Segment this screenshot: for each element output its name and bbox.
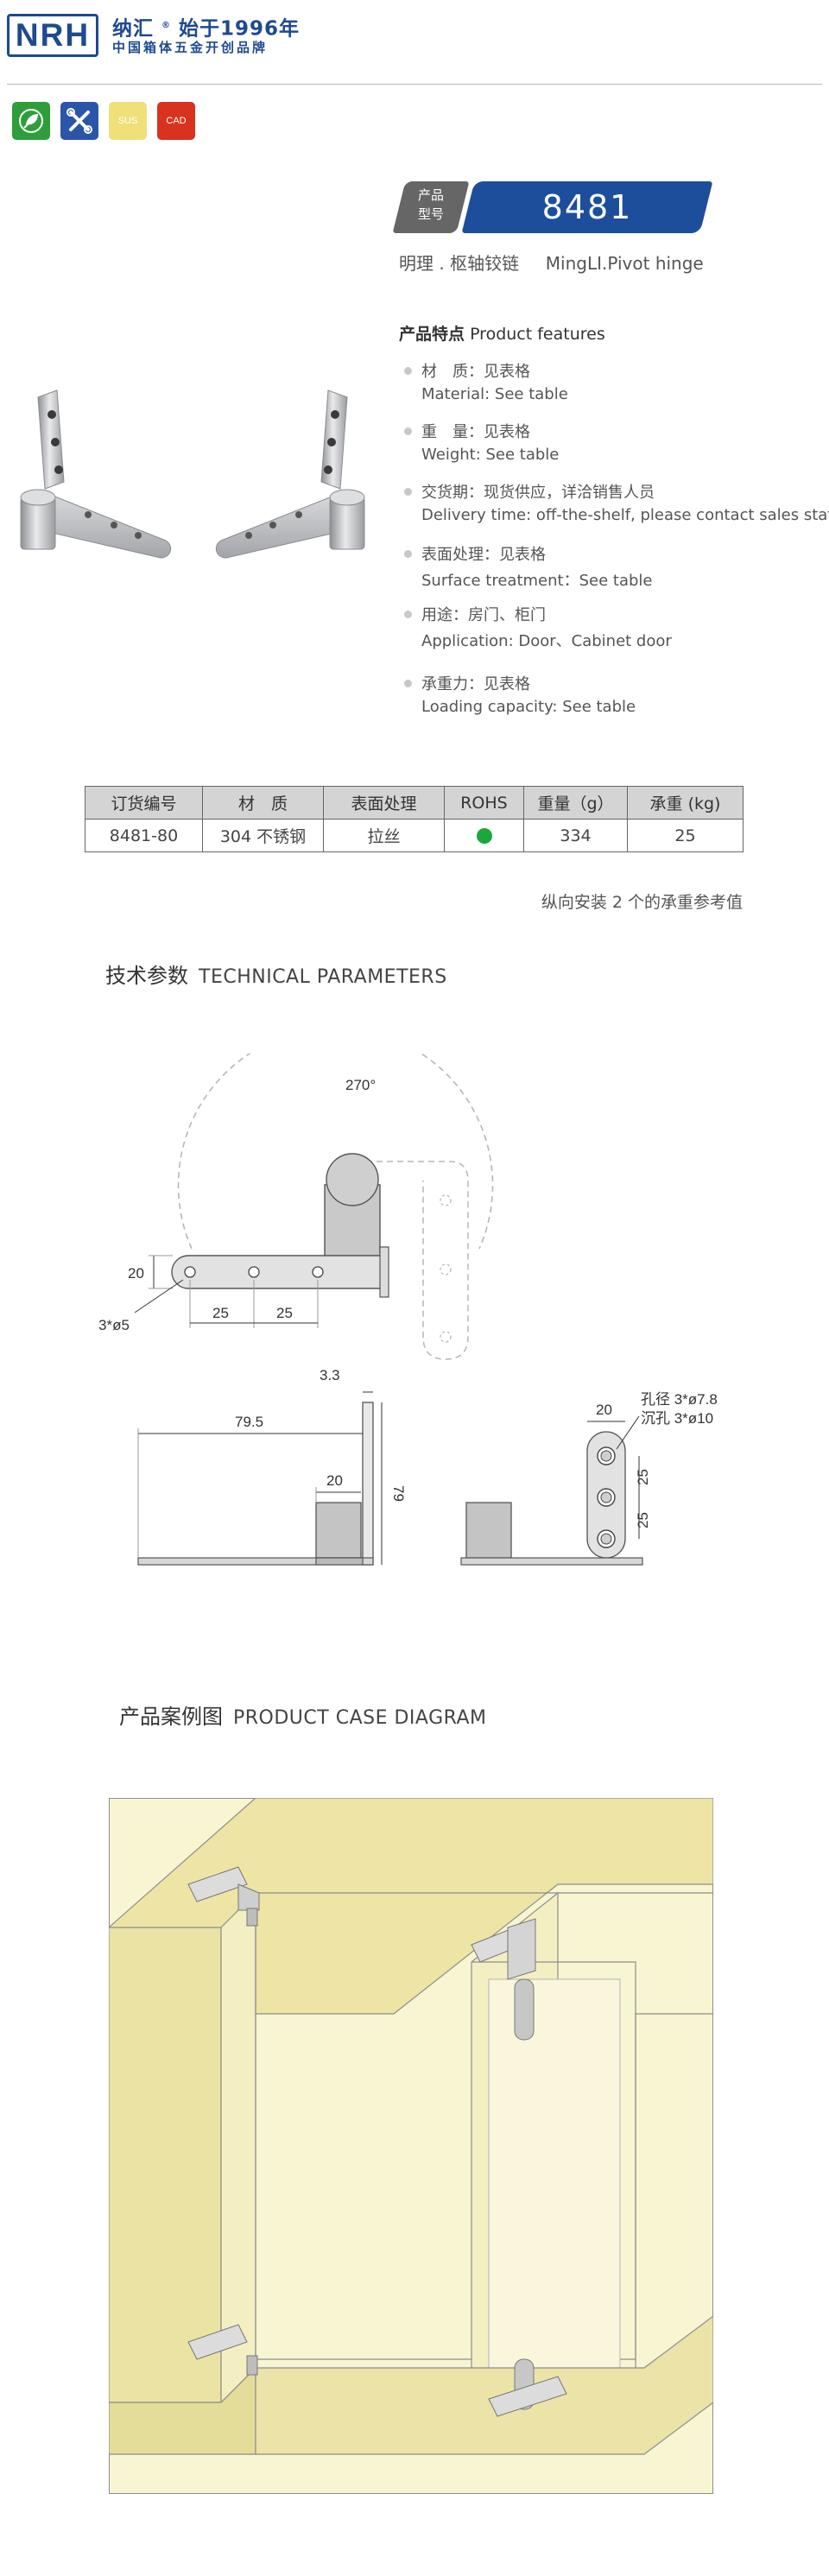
registered-mark: ® [161, 21, 172, 30]
dim-pitch-a: 25 [212, 1305, 229, 1321]
feature-en: Surface treatment：See table [421, 572, 653, 590]
feature-en: Delivery time: off-the-shelf, please con… [421, 506, 829, 524]
dim-pitch-b: 25 [276, 1305, 293, 1321]
angle-label: 270° [345, 1077, 376, 1093]
hinge-right-illustration [215, 389, 365, 559]
bullet-icon [404, 427, 412, 435]
brand-subtitle: 中国箱体五金开创品牌 [112, 40, 269, 55]
dim-height-20: 20 [128, 1265, 144, 1282]
feature-cn: 用途：房门、柜门 [421, 606, 546, 624]
model-name-en: MingLI.Pivot hinge [545, 253, 704, 274]
brand-cn-text: 纳汇 [112, 17, 154, 41]
leaf-icon [19, 109, 43, 133]
brand-name: 纳汇 ® 始于1996年 [112, 14, 300, 41]
dim-pitch-c: 25 [635, 1469, 651, 1485]
case-hinge-top-left [187, 1866, 260, 1927]
technical-title-cn: 技术参数 [105, 964, 188, 988]
hinge-left-illustration [20, 389, 172, 559]
dim-length: 79.5 [235, 1414, 263, 1430]
bullet-icon [404, 488, 412, 496]
wrench-icon [66, 108, 92, 134]
table-note: 纵向安装 2 个的承重参考值 [541, 893, 743, 912]
col-header: 订货编号 [85, 786, 203, 820]
spec-table-header: 订货编号 材 质 表面处理 ROHS 重量（g） 承重 (kg) [85, 786, 744, 820]
features-title-en: Product features [470, 325, 605, 344]
table-row: 8481-80 304 不锈钢 拉丝 334 25 [85, 819, 744, 852]
dim-pitch-d: 25 [635, 1512, 651, 1529]
feature-cn: 承重力：见表格 [421, 675, 530, 693]
feature-en: Loading capacity: See table [421, 698, 636, 716]
feature-en: Application: Door、Cabinet door [421, 632, 672, 650]
cad-cert-icon: CAD [157, 102, 195, 140]
case-diagram [109, 1798, 713, 2494]
material-cell: 304 不锈钢 [202, 819, 324, 852]
col-header: 材 质 [202, 786, 324, 820]
spec-table: 订货编号 材 质 表面处理 ROHS 重量（g） 承重 (kg) 8481-80… [85, 786, 744, 852]
features-title: 产品特点 Product features [399, 321, 605, 345]
dim-height: 79 [390, 1485, 407, 1502]
case-title-en: PRODUCT CASE DIAGRAM [233, 1707, 487, 1729]
model-code: 8481 [541, 188, 633, 226]
dim-hole-dia: 孔径 3*ø7.8 [641, 1391, 718, 1408]
dim-plate-width: 20 [596, 1402, 612, 1418]
bullet-icon [404, 680, 412, 687]
rohs-status-icon [476, 828, 492, 844]
features-title-cn: 产品特点 [399, 325, 465, 344]
bullet-icon [404, 611, 412, 618]
product-photo [20, 389, 365, 559]
technical-title-en: TECHNICAL PARAMETERS [199, 966, 447, 988]
dim-hole-count: 3*ø5 [98, 1317, 130, 1333]
feature-cn: 材 质：见表格 [421, 363, 530, 381]
feature-cn: 表面处理：见表格 [421, 546, 546, 564]
feature-cn: 重 量：见表格 [421, 423, 530, 441]
rotated-leaf-outline [345, 1161, 469, 1360]
brand-logo: NRH [7, 14, 98, 57]
brand-slogan: 始于1996年 [179, 17, 301, 41]
col-header: 表面处理 [323, 786, 445, 820]
feature-en: Weight: See table [421, 446, 560, 464]
finish-cell: 拉丝 [323, 819, 445, 852]
model-name-cn: 明理 . 枢轴铰链 [399, 253, 520, 274]
bullet-icon [404, 367, 412, 375]
top-view-hinge [171, 1153, 389, 1298]
dim-thickness: 3.3 [320, 1367, 340, 1383]
rotation-arc [177, 1054, 494, 1250]
col-header: 重量（g） [523, 786, 628, 820]
model-label: 产品 型号 [399, 186, 463, 224]
left-door [109, 1927, 222, 2403]
case-section-title: 产品案例图 PRODUCT CASE DIAGRAM [119, 1699, 487, 1730]
front-view-hinge [137, 1402, 374, 1566]
feature-cn: 交货期：现货供应，详洽销售人员 [421, 484, 655, 502]
rohs-cell [444, 819, 524, 852]
dim-barrel-dia: 20 [326, 1472, 343, 1489]
load-cell: 25 [627, 819, 744, 852]
case-title-cn: 产品案例图 [119, 1705, 223, 1729]
green-cert-icon [12, 102, 50, 140]
sus-cert-icon: SUS [109, 102, 147, 140]
technical-section-title: 技术参数 TECHNICAL PARAMETERS [105, 959, 447, 989]
model-label-line2: 型号 [417, 206, 444, 222]
bullet-icon [404, 550, 412, 558]
case-hinge-top-right [471, 1918, 536, 2041]
weight-cell: 334 [523, 819, 628, 852]
header-divider [7, 84, 822, 85]
feature-en: Material: See table [421, 385, 568, 403]
case-hinge-bottom-left [187, 2324, 258, 2376]
model-name: 明理 . 枢轴铰链 MingLI.Pivot hinge [399, 250, 704, 275]
case-hinge-bottom-right [488, 2358, 567, 2417]
order-code-cell: 8481-80 [85, 819, 203, 852]
tools-cert-icon [60, 102, 98, 140]
col-header: 承重 (kg) [627, 786, 744, 820]
technical-drawing: 270° 20 3*ø5 25 25 3.3 79.5 20 79 [98, 1054, 718, 1566]
model-label-line1: 产品 [417, 187, 444, 203]
col-header: ROHS [444, 786, 524, 820]
dim-countersink: 沉孔 3*ø10 [641, 1410, 713, 1427]
side-view-hinge [460, 1431, 643, 1566]
